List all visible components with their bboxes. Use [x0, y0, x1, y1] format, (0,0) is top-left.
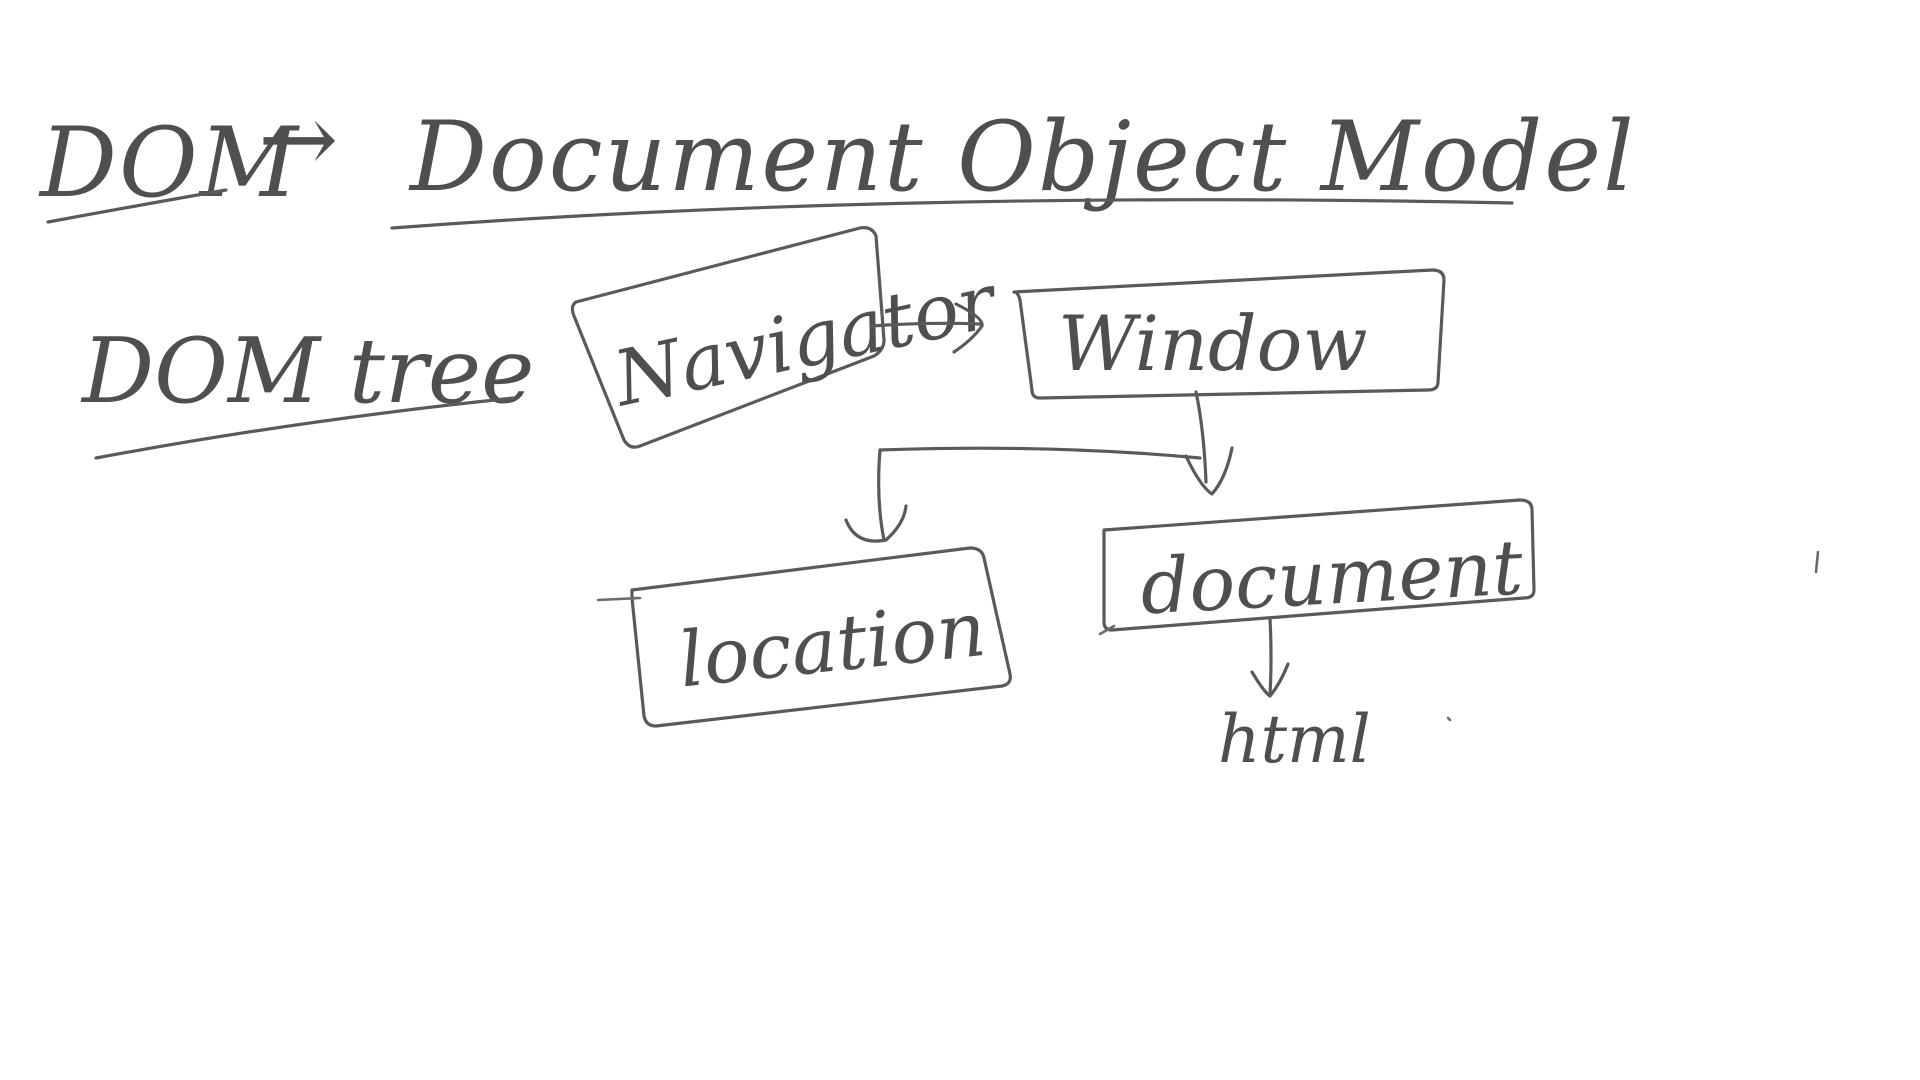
title-arrow: →	[258, 83, 340, 195]
title-abbreviation-underline	[46, 188, 228, 224]
node-location: location	[596, 546, 1012, 728]
stray-tick	[1814, 550, 1820, 574]
subtitle: DOM tree	[80, 319, 534, 424]
arrow-document-html-head	[1250, 662, 1290, 698]
branch-connector	[844, 390, 1234, 543]
title-expansion: Document Object Model	[408, 101, 1636, 213]
document-box	[1102, 498, 1536, 632]
arrow-document-to-html	[1250, 616, 1290, 698]
node-document: document	[1098, 498, 1536, 636]
node-navigator: Navigator	[570, 226, 1007, 449]
location-box-overstroke	[596, 596, 642, 602]
connector-window-arrowhead	[1184, 446, 1234, 496]
window-label: Window	[1058, 299, 1368, 388]
arrow-document-html-shaft	[1268, 616, 1273, 696]
connector-window-down	[1194, 390, 1208, 484]
node-window: Window	[1012, 268, 1446, 400]
title-group: DOM → Document Object Model	[38, 83, 1636, 230]
navigator-box	[570, 226, 886, 449]
window-box	[1012, 268, 1446, 400]
subtitle-group: DOM tree	[80, 319, 534, 460]
arrow-navigator-window-shaft	[870, 321, 982, 328]
stray-dot	[1446, 716, 1452, 722]
node-html: html	[1218, 701, 1371, 778]
location-box	[630, 546, 1012, 728]
connector-location-arrowhead	[844, 504, 908, 543]
connector-location-down	[877, 448, 886, 542]
connector-horizontal	[878, 446, 1202, 460]
title-expansion-underline	[390, 198, 1514, 230]
document-label: document	[1138, 522, 1525, 631]
arrow-navigator-to-window	[870, 302, 984, 354]
location-label: location	[675, 584, 990, 705]
subtitle-underline	[94, 396, 516, 460]
html-label: html	[1218, 701, 1371, 778]
arrow-navigator-window-head	[952, 302, 984, 354]
document-box-overstroke	[1098, 624, 1116, 636]
